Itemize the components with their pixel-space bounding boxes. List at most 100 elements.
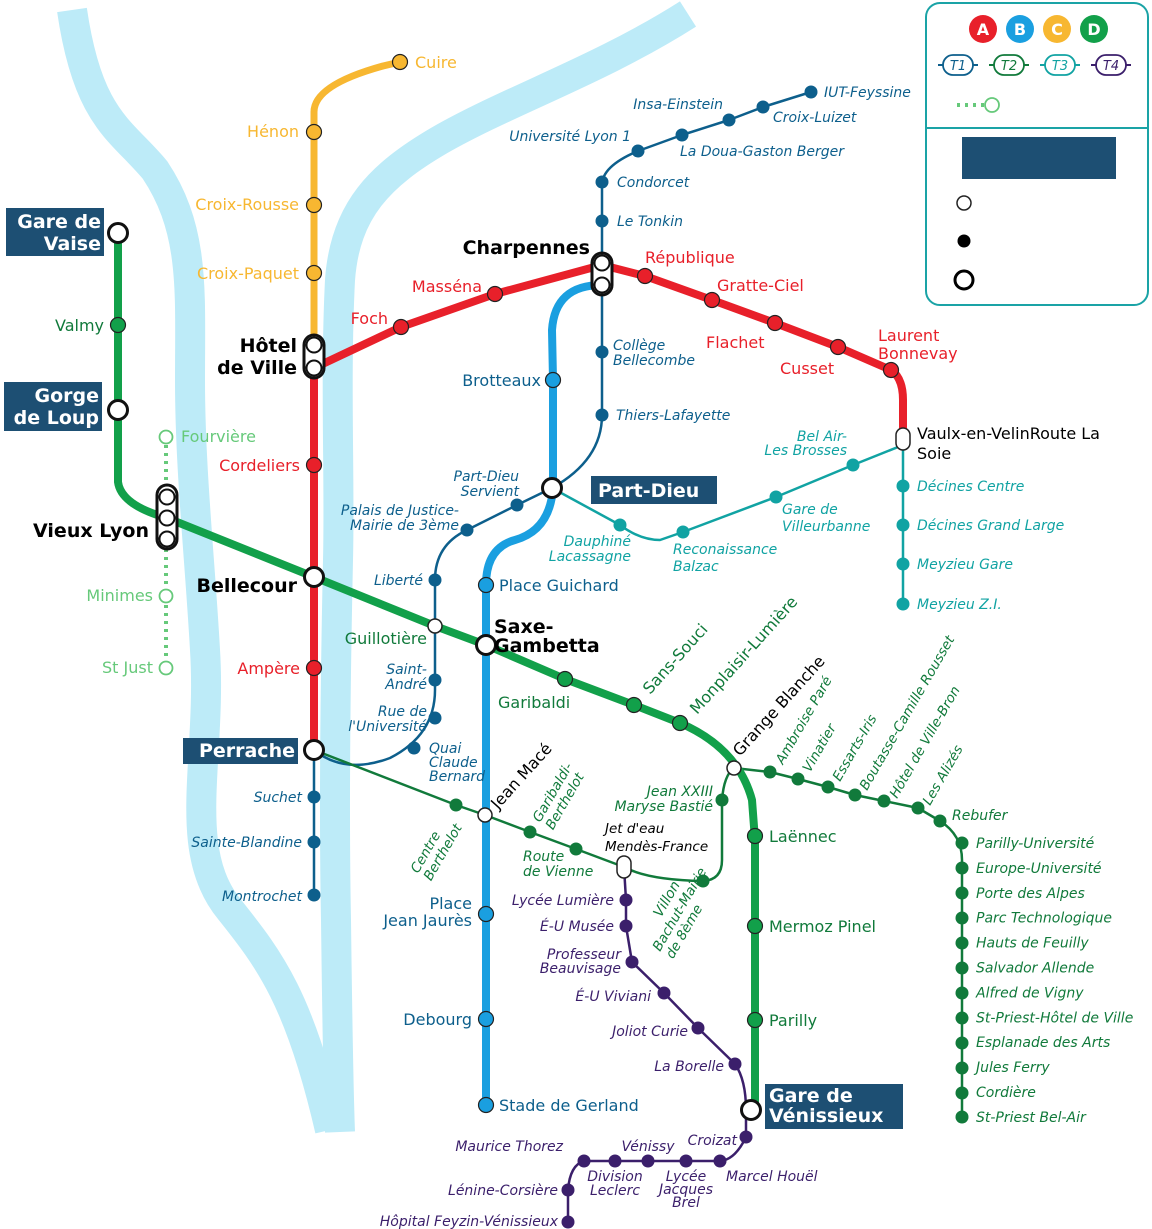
label-julesferry-line-1: Jules Ferry [973, 1060, 1050, 1076]
label-cuire: Cuire [415, 53, 457, 72]
label-laurent-line-2: Bonnevay [878, 344, 958, 363]
stop-t4-beauvisage [625, 955, 639, 969]
label-leclerc-line-1: Division [587, 1169, 642, 1185]
stop-flachet [766, 314, 784, 332]
label-dauphine-line-2: Lacassagne [549, 549, 631, 565]
label-ampere-line-1: Ampère [237, 659, 300, 678]
label-doua-line-1: La Doua-Gaston Berger [680, 144, 845, 160]
label-hoteldeville-line-2: de Ville [217, 357, 297, 379]
stop-grangeblanche [726, 760, 742, 776]
label-bellecour: Bellecour [197, 575, 298, 597]
legend-tram-t1-badge [942, 54, 974, 76]
stop-t4-leclerc [608, 1154, 622, 1168]
stop-cusset [829, 338, 847, 356]
label-vaulx-line-2: Soie [917, 444, 951, 463]
label-sanssouci: Sans-Souci [639, 620, 712, 698]
stop-gorge [107, 399, 129, 421]
label-vigny: Alfred de Vigny [975, 985, 1084, 1001]
stop-t1-iut [804, 85, 818, 99]
label-perrache-line-1: Perrache [199, 740, 295, 762]
stop-partdieu [541, 477, 563, 499]
legend-tram-t4-badge [1095, 54, 1127, 76]
label-joliot-line-1: Joliot Curie [609, 1024, 688, 1040]
label-cusset-line-1: Cusset [780, 359, 834, 378]
legend-tram-t2-badge [993, 54, 1025, 76]
stop-parilly [746, 1011, 764, 1029]
label-borelle-line-1: La Borelle [654, 1059, 724, 1075]
label-belair: St-Priest Bel-Air [976, 1110, 1087, 1126]
stop-t2-villon [696, 874, 710, 888]
stop-t1-liberte [428, 573, 442, 587]
label-republique-line-1: République [645, 248, 735, 267]
label-rueuniv-line-1: Rue de [378, 704, 427, 720]
stop-t1-thiers [595, 408, 609, 422]
label-perrache: Perrache [199, 740, 295, 762]
stop-t2-essarts [821, 780, 835, 794]
label-dauphine-line-1: Dauphiné [564, 534, 632, 550]
label-jeanjaures-line-1: Place [429, 894, 472, 913]
stop-t3-meyzieuzi [896, 597, 910, 611]
label-croixrousse: Croix-Rousse [195, 195, 299, 214]
label-decinesgl-line-1: Décines Grand Large [917, 518, 1064, 534]
legend-tram-t1-label: T1 [950, 59, 966, 74]
railway-box-perrache [183, 738, 298, 764]
stop-henon [305, 123, 323, 141]
stop-guillotiere [427, 618, 443, 634]
stop-valmy [109, 316, 127, 334]
label-massena-line-1: Masséna [412, 277, 482, 296]
label-borelle: La Borelle [654, 1059, 724, 1075]
stop-t2-east-11 [955, 1086, 969, 1100]
stop-minimes [158, 588, 174, 604]
stop-gerland [477, 1096, 495, 1114]
label-laennec-line-1: Laënnec [769, 827, 836, 846]
label-meyzieuzi-line-1: Meyzieu Z.I. [917, 597, 1002, 613]
label-euviviani-line-1: É-U Viviani [575, 988, 651, 1005]
label-laennec: Laënnec [769, 827, 836, 846]
label-servient-line-1: Part-Dieu [454, 469, 520, 485]
label-partdieu-line-1: Part-Dieu [598, 480, 699, 502]
stop-t1-quai [407, 741, 421, 755]
label-servient-line-2: Servient [461, 484, 520, 500]
label-decinescentre: Décines Centre [917, 479, 1024, 495]
stop-t2-east-10 [955, 1061, 969, 1075]
label-croixpaquet-line-1: Croix-Paquet [197, 264, 299, 283]
label-lyceebrel-line-3: Brel [672, 1195, 700, 1211]
label-univ1-line-1: Université Lyon 1 [509, 129, 631, 145]
stop-t2-east-2 [955, 861, 969, 875]
label-stpriesthdv-line-1: St-Priest-Hôtel de Ville [976, 1010, 1133, 1026]
label-parillyuniv: Parilly-Université [976, 836, 1095, 852]
stop-t1-tonkin [595, 214, 609, 228]
stop-t2-alizes [911, 801, 925, 815]
label-gorge-line-1: Gorge [34, 385, 99, 407]
label-rebufer-line-1: Rebufer [952, 808, 1009, 824]
stop-jeanjaures [477, 905, 495, 923]
label-palais-line-1: Palais de Justice- [341, 503, 459, 519]
label-feyzin-line-1: Hôpital Feyzin-Vénissieux [380, 1214, 559, 1229]
stop-t1-palais [460, 523, 474, 537]
label-meyzieuzi: Meyzieu Z.I. [917, 597, 1002, 613]
label-ampere: Ampère [237, 659, 300, 678]
railway-box-partdieu [591, 476, 717, 504]
label-palais-line-2: Mairie de 3ème [350, 518, 459, 534]
stop-t2-rebufer [933, 814, 947, 828]
stop-t2-boutasse [848, 788, 862, 802]
label-lenine: Lénine-Corsière [448, 1183, 558, 1199]
label-guillotiere: Guillotière [345, 629, 427, 648]
label-fourviere-line-1: Fourvière [181, 427, 256, 446]
railway-box-venissieux [765, 1084, 903, 1129]
stop-venissieux [740, 1099, 762, 1121]
stop-t2-east-4 [955, 911, 969, 925]
legend-metro-d-label: D [1087, 20, 1100, 39]
stop-t1-montrochet [307, 888, 321, 902]
railway-box-gorge [4, 382, 102, 431]
label-flachet: Flachet [706, 333, 765, 352]
label-venissy: Vénissy [621, 1139, 675, 1155]
label-reconnaissance-line-2: Balzac [673, 559, 719, 575]
label-foch-line-1: Foch [351, 309, 388, 328]
